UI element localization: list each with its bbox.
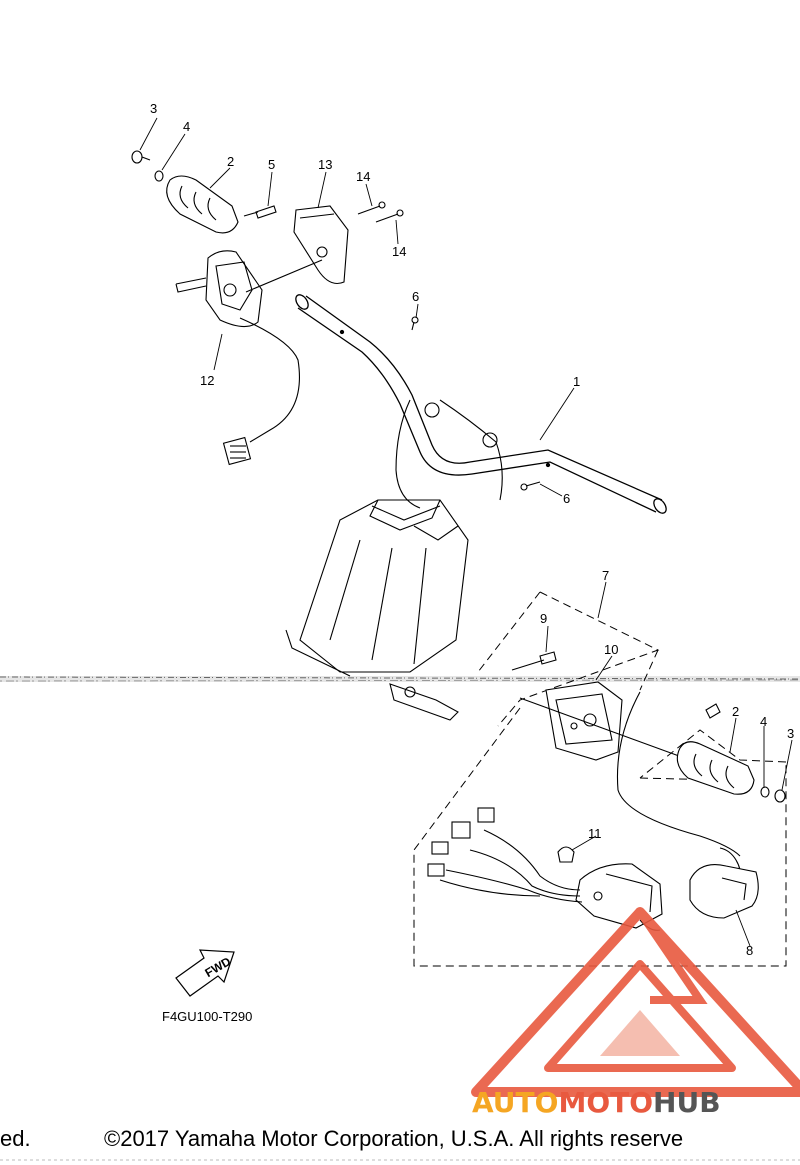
callout-5: 5 (268, 157, 275, 172)
scan-artifact-band (0, 676, 800, 682)
callout-11: 11 (588, 826, 602, 841)
part-code: F4GU100-T290 (162, 1009, 252, 1024)
watermark-brand: AUTOMOTOHUB (472, 1086, 721, 1119)
callout-4: 4 (760, 714, 767, 729)
watermark-auto: AUTO (472, 1086, 558, 1119)
leader-lines (139, 117, 793, 947)
callout-4: 4 (183, 119, 190, 134)
footer-left-fragment: ed. (0, 1126, 31, 1151)
steering-column (285, 399, 503, 721)
callout-14: 14 (356, 169, 370, 184)
callout-12: 12 (200, 373, 214, 388)
right-grip-kit (427, 651, 786, 931)
callout-13: 13 (318, 157, 332, 172)
callout-14: 14 (392, 244, 406, 259)
handlebar (295, 294, 667, 514)
watermark-moto: MOTO (558, 1086, 653, 1119)
callout-2: 2 (227, 154, 234, 169)
callout-2: 2 (732, 704, 739, 719)
callout-9: 9 (540, 611, 547, 626)
footer-copyright: ©2017 Yamaha Motor Corporation, U.S.A. A… (104, 1126, 683, 1151)
callout-1: 1 (573, 374, 580, 389)
callout-8: 8 (746, 943, 753, 958)
callout-3: 3 (787, 726, 794, 741)
fwd-arrow-icon: FWD (175, 949, 235, 997)
callout-3: 3 (150, 101, 157, 116)
callout-10: 10 (604, 642, 618, 657)
callout-6: 6 (412, 289, 419, 304)
automotohub-logo (471, 907, 800, 1097)
callout-labels: 3 4 2 5 13 14 14 6 12 1 6 7 9 10 2 4 3 1… (150, 101, 794, 958)
watermark-hub: HUB (653, 1086, 721, 1119)
left-grip-assembly (131, 150, 419, 466)
screw-6-mid (520, 481, 541, 491)
callout-6: 6 (563, 491, 570, 506)
callout-7: 7 (602, 568, 609, 583)
